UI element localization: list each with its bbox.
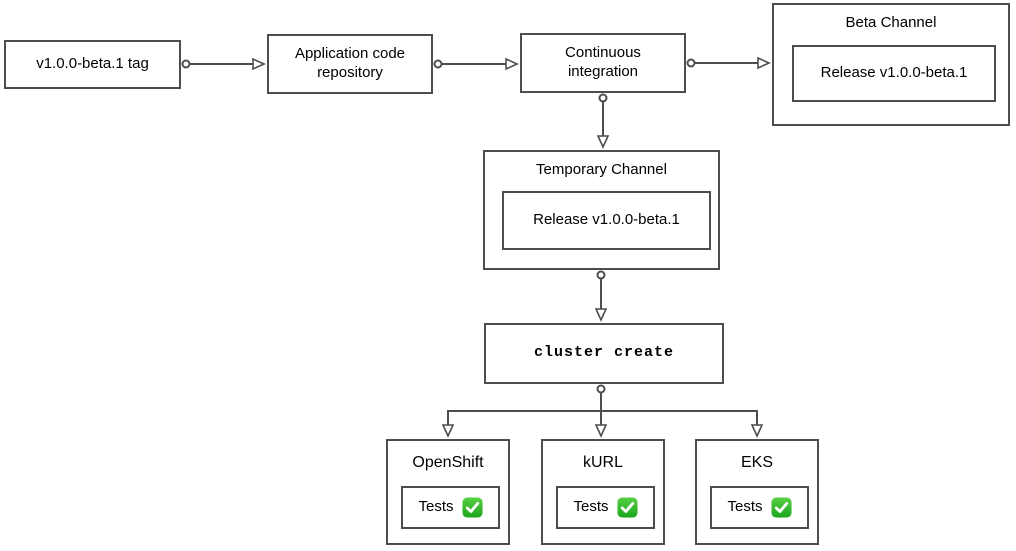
- connector-source-dot: [596, 270, 606, 280]
- node-cluster-openshift: OpenShift Tests: [386, 439, 510, 545]
- node-cluster-eks: EKS Tests: [695, 439, 819, 545]
- node-app-code-repository: Application code repository: [267, 34, 433, 94]
- connector-source-dot: [433, 59, 443, 69]
- green-check-mark-icon: [461, 497, 483, 518]
- connector-clustercreate-to-openshift: [441, 393, 602, 438]
- green-check-mark-icon: [616, 497, 638, 518]
- cluster-create-label: cluster create: [533, 344, 675, 362]
- node-app-code-repository-label: Application code repository: [294, 45, 406, 81]
- connector-source-dot: [598, 93, 608, 103]
- beta-release-label: Release v1.0.0-beta.1: [820, 64, 968, 82]
- cluster-eks-title: EKS: [740, 454, 773, 471]
- connector-source-dot: [596, 384, 606, 394]
- node-temporary-channel: Temporary Channel Release v1.0.0-beta.1: [483, 150, 720, 270]
- node-cluster-create: cluster create: [484, 323, 724, 384]
- green-check-mark-icon: [770, 497, 792, 518]
- node-cluster-kurl: kURL Tests: [541, 439, 665, 545]
- temporary-channel-title: Temporary Channel: [536, 161, 667, 178]
- node-continuous-integration: Continuous integration: [520, 33, 686, 93]
- connector-clustercreate-to-eks: [600, 393, 764, 438]
- eks-tests-box: Tests: [710, 486, 809, 529]
- connector-source-dot: [181, 59, 191, 69]
- cluster-openshift-title: OpenShift: [412, 454, 484, 471]
- node-temporary-release: Release v1.0.0-beta.1: [502, 191, 711, 250]
- openshift-tests-box: Tests: [401, 486, 500, 529]
- node-continuous-integration-label: Continuous integration: [565, 44, 641, 80]
- temporary-release-label: Release v1.0.0-beta.1: [533, 211, 680, 229]
- connector-source-dot: [686, 58, 696, 68]
- cluster-kurl-title: kURL: [582, 454, 623, 471]
- beta-channel-title: Beta Channel: [845, 14, 937, 31]
- node-beta-channel: Beta Channel Release v1.0.0-beta.1: [772, 3, 1010, 126]
- kurl-tests-label: Tests: [573, 498, 609, 516]
- kurl-tests-box: Tests: [556, 486, 655, 529]
- node-beta-release: Release v1.0.0-beta.1: [792, 45, 996, 102]
- node-version-tag-label: v1.0.0-beta.1 tag: [36, 55, 149, 73]
- eks-tests-label: Tests: [727, 498, 763, 516]
- node-version-tag: v1.0.0-beta.1 tag: [4, 40, 181, 89]
- openshift-tests-label: Tests: [418, 498, 454, 516]
